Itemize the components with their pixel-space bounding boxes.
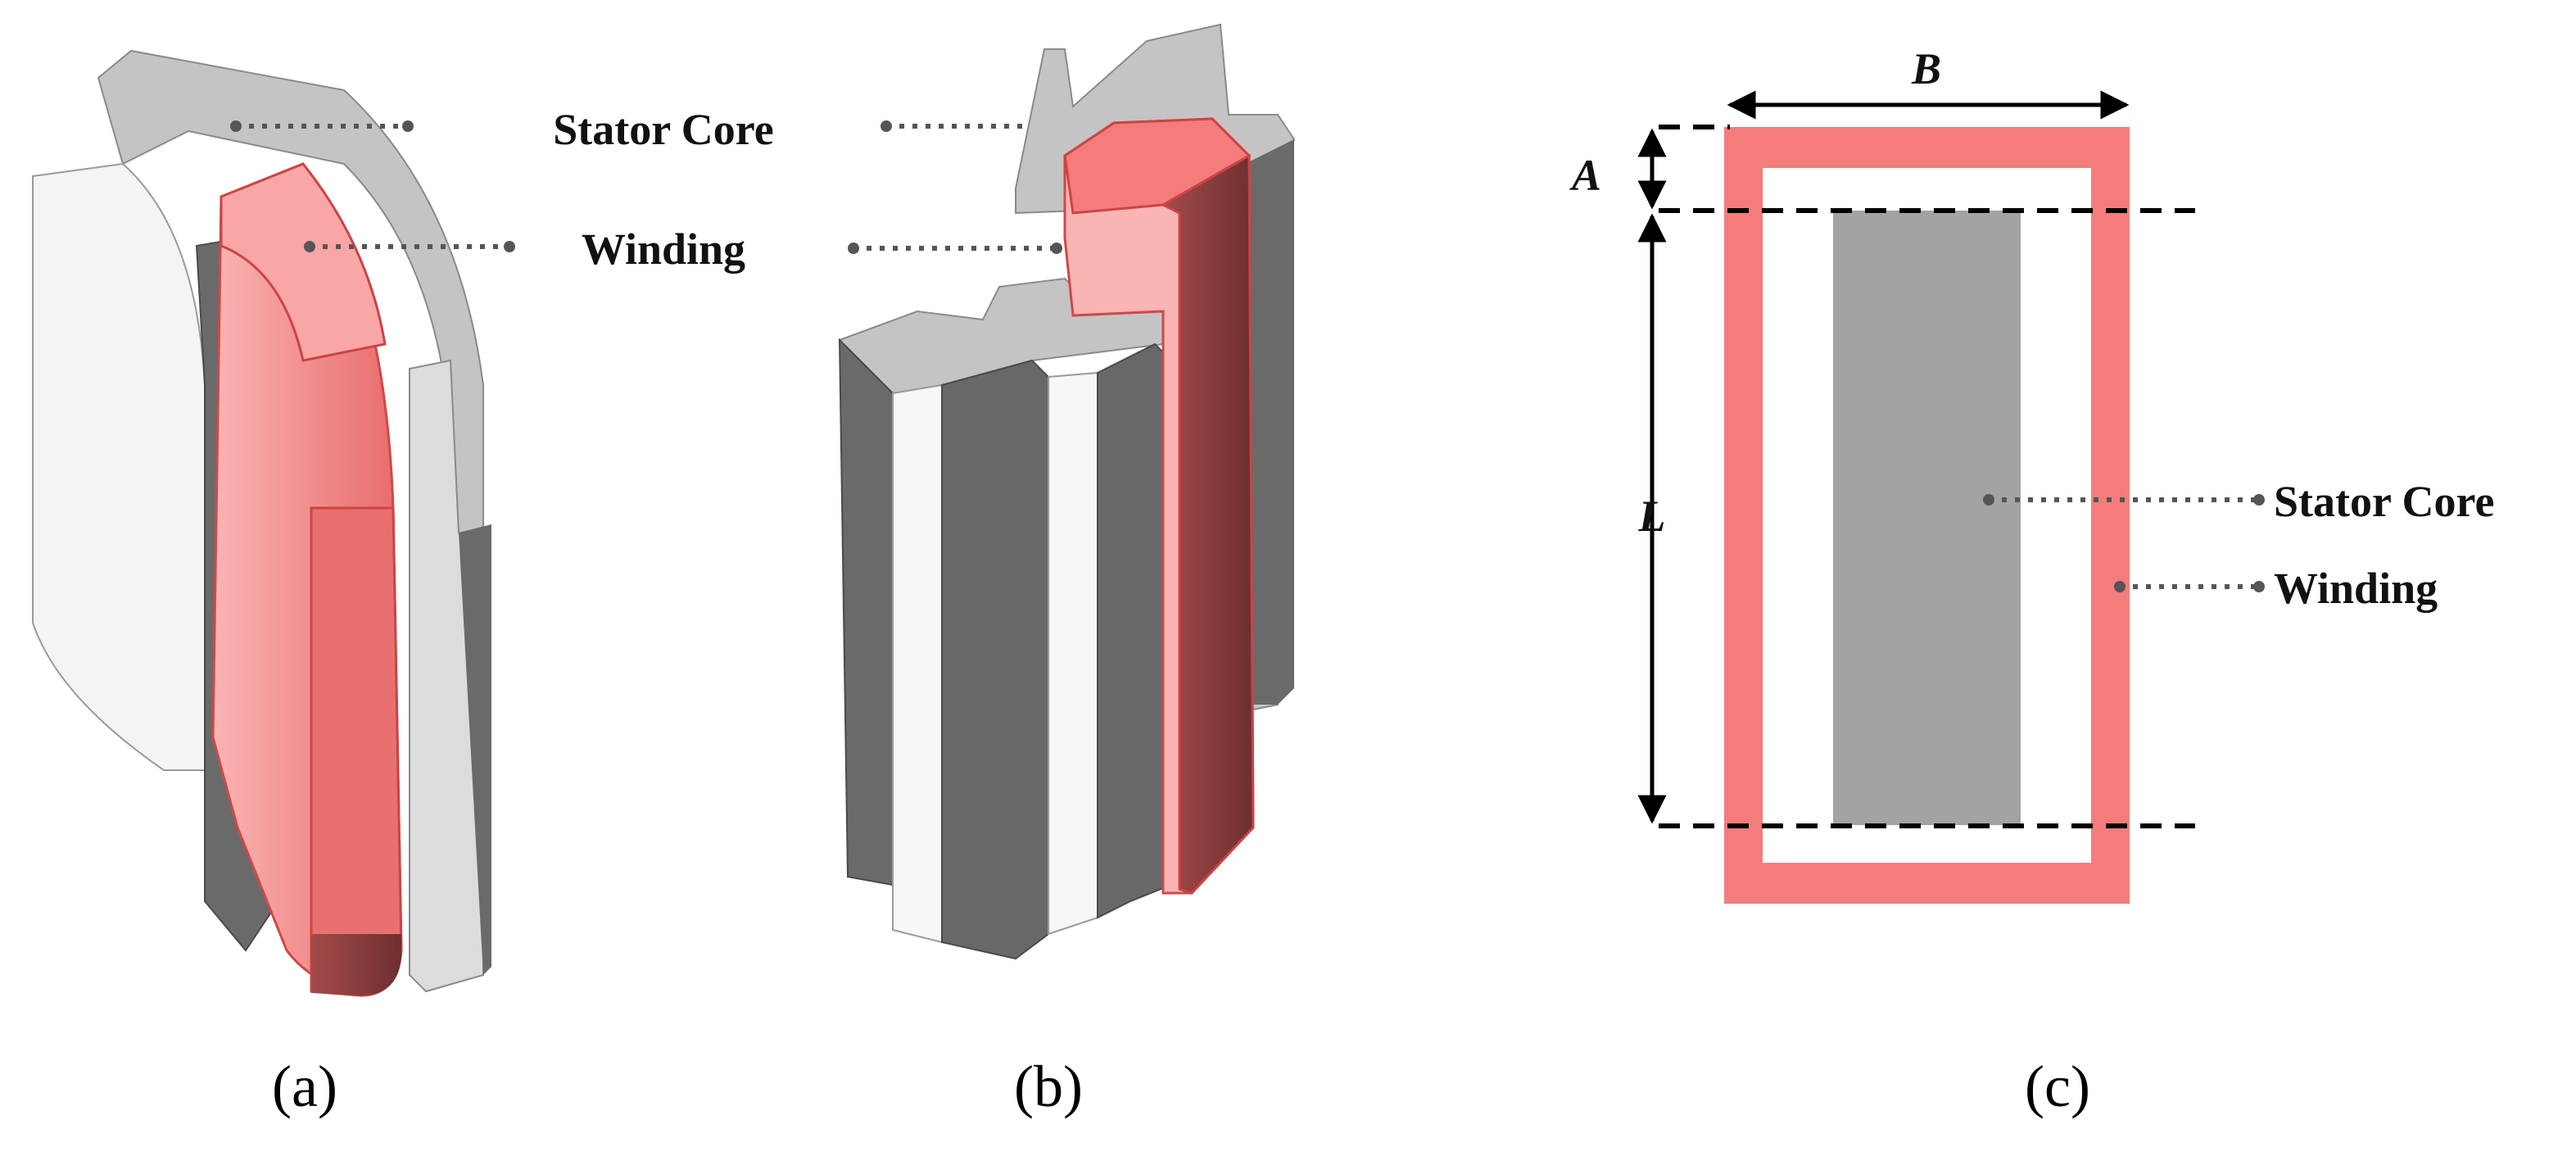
panel-b-caption: (b) xyxy=(1014,1054,1083,1119)
stator-core-tooth-side xyxy=(459,524,491,975)
stator-core-front-left xyxy=(838,338,894,887)
panel-c-dimensions xyxy=(1637,90,2195,828)
winding-coil-bottom-end xyxy=(311,934,401,996)
panel-b-illustration xyxy=(838,23,1296,960)
dim-b-label: B xyxy=(1911,44,1941,93)
winding-coil-front-b xyxy=(1160,153,1255,895)
stator-core-front-dark-1 xyxy=(941,359,1049,960)
label-stator-core-c: Stator Core xyxy=(2274,477,2494,526)
panel-c-leaders xyxy=(1983,494,2265,592)
stator-core-front-dark-2 xyxy=(1097,342,1172,919)
panel-a-leaders xyxy=(230,120,515,252)
stator-core-yoke xyxy=(97,49,484,542)
panel-c-schematic xyxy=(1724,127,2130,904)
panel-a-caption: (a) xyxy=(272,1054,337,1119)
stator-core-section xyxy=(1833,211,2021,825)
winding-coil-top xyxy=(220,162,387,362)
winding-coil-front xyxy=(310,506,403,997)
dim-l-label: L xyxy=(1638,492,1666,541)
label-winding-ab: Winding xyxy=(582,225,745,274)
label-winding-c: Winding xyxy=(2274,564,2438,613)
dim-a-label: A xyxy=(1569,151,1601,200)
stator-core-face xyxy=(32,162,206,771)
label-stator-core-ab: Stator Core xyxy=(553,105,773,154)
stator-core-back-dark xyxy=(1245,139,1294,705)
panel-a-illustration xyxy=(32,49,491,997)
stator-core-front-white-2 xyxy=(1048,371,1098,936)
stator-core-front-white-1 xyxy=(892,383,943,944)
panel-c-caption: (c) xyxy=(2025,1054,2090,1119)
